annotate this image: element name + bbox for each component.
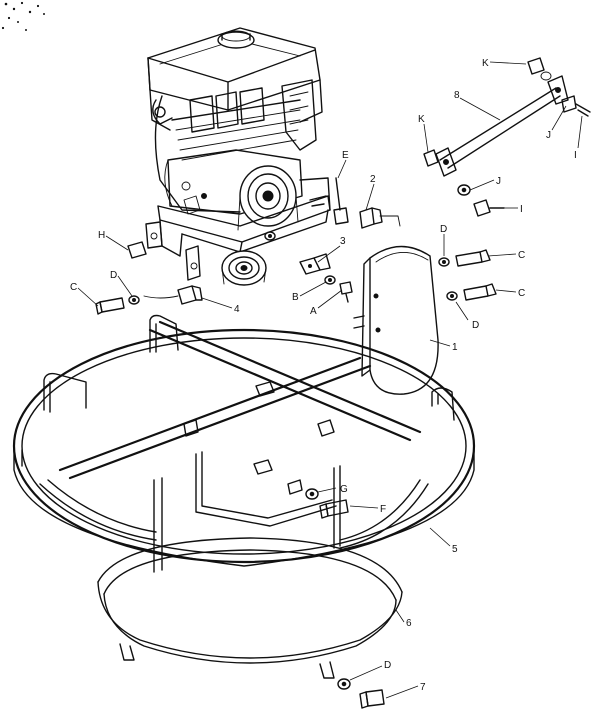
callout-d-left: D — [110, 270, 117, 281]
callout-j-top: J — [546, 130, 551, 141]
callout-a: A — [310, 306, 317, 317]
callout-part-4: 4 — [234, 304, 240, 315]
callout-c-lower-right: C — [518, 288, 525, 299]
callout-c-upper-right: C — [518, 250, 525, 261]
callout-k-top: K — [482, 58, 489, 69]
callout-part-6: 6 — [406, 618, 412, 629]
callout-g: G — [340, 484, 348, 495]
callout-part-3: 3 — [340, 236, 346, 247]
callout-e: E — [342, 150, 349, 161]
callout-part-7: 7 — [420, 682, 426, 693]
callout-i-lower: I — [520, 204, 523, 215]
callout-i-top: I — [574, 150, 577, 161]
callout-b: B — [292, 292, 299, 303]
callout-d-lower-right: D — [472, 320, 479, 331]
bracket-parts — [95, 207, 401, 315]
callout-part-2: 2 — [370, 174, 376, 185]
callout-part-1: 1 — [452, 342, 458, 353]
leader-lines — [77, 61, 583, 699]
callout-c-left: C — [70, 282, 77, 293]
callout-k-lower: K — [418, 114, 425, 125]
callout-part-8: 8 — [454, 90, 460, 101]
guard-plate — [353, 245, 497, 395]
callout-j-lower: J — [496, 176, 501, 187]
lower-ring — [97, 537, 403, 709]
scan-speckle — [1, 1, 45, 31]
handle-link-assembly — [423, 57, 591, 217]
engine-assembly — [145, 27, 349, 286]
callout-d-upper-right: D — [440, 224, 447, 235]
callout-d-bottom: D — [384, 660, 391, 671]
callout-labels: K J I K J I 8 E 2 H 3 B A D C D C D C 4 … — [70, 58, 577, 693]
callout-h: H — [98, 230, 105, 241]
callout-part-5: 5 — [452, 544, 458, 555]
guard-ring-frame — [12, 314, 476, 573]
callout-f: F — [380, 504, 386, 515]
